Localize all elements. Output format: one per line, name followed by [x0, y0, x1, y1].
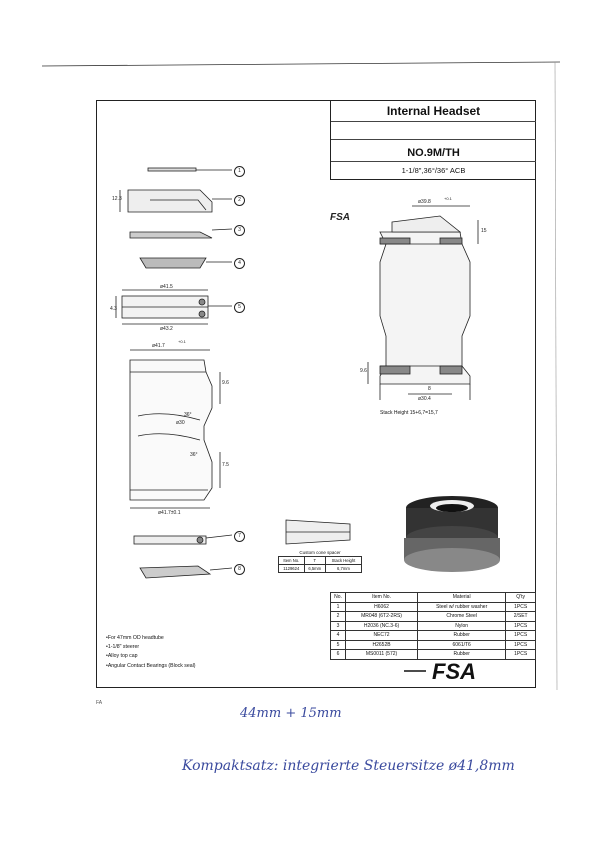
assembled-fsa-mark: FSA: [330, 212, 350, 223]
part-bearing: [115, 289, 232, 325]
assembled-view: [367, 205, 479, 400]
drawing-title: Internal Headset: [331, 100, 536, 122]
drawing-frame: [96, 100, 536, 688]
callout-3: 3: [234, 225, 245, 236]
spec-notes: For 47mm OD headtube 1-1/8" steerer Allo…: [106, 634, 196, 671]
part-top-cap: [147, 167, 232, 172]
part-crown-race: [139, 565, 233, 579]
table-row: 1129624 6,5mm 6,7mm: [278, 564, 363, 573]
product-photo: [404, 496, 500, 572]
parts-header-item: Item No.: [344, 592, 419, 603]
handwritten-line-1: 44mm + 15mm: [240, 706, 342, 721]
spacer-caption: Custom cone spacer: [299, 550, 341, 555]
dim-cup-top-tol: +0.1: [178, 339, 186, 344]
callout-1: 1: [234, 166, 245, 177]
note-item: Alloy top cap: [106, 652, 195, 661]
model-number: NO.9M/TH: [331, 140, 536, 162]
stack-height-note: Stack Height 15+6,7=15,7: [380, 410, 438, 416]
dim-h-lower: 7.5: [222, 462, 229, 468]
dim-angle-36a: 36°: [184, 412, 192, 418]
dim-d30: ø30: [176, 420, 185, 426]
dim-angle-36b: 36°: [190, 452, 198, 458]
part-ring: [129, 228, 233, 239]
spacer-table: Item No. T Stack Height 1129624 6,5mm 6,…: [278, 556, 363, 573]
dim-cup-bottom: ø41.7±0.1: [158, 510, 181, 516]
spacer-header: Item No.: [278, 556, 305, 565]
dim-h43: 4.3: [110, 306, 117, 312]
parts-header-no: No.: [330, 592, 346, 603]
dim-right-small: 8: [428, 386, 431, 392]
part-lower-seal: [133, 534, 233, 545]
note-item: 1-1/8" steerer: [106, 643, 195, 652]
title-blank-row: [331, 122, 536, 140]
part-cup: [129, 349, 221, 509]
fsa-logo: FSA: [404, 659, 476, 684]
dim-top-dia: ø41.5: [160, 284, 173, 290]
dim-h96: 9.6: [222, 380, 229, 386]
dim-right-dia: ø39.8: [418, 199, 431, 205]
dim-right-d: ø30.4: [418, 396, 431, 402]
footer-mark: FA: [96, 700, 103, 706]
dim-top-height: 12.3: [112, 196, 122, 202]
callout-4: 4: [234, 258, 245, 269]
spacer-sketch: [285, 519, 351, 545]
callout-2: 2: [234, 195, 245, 206]
callout-7: 7: [234, 531, 245, 542]
dim-cup-top: ø41.7: [152, 343, 165, 349]
spacer-header: Stack Height: [324, 556, 363, 565]
title-block: Internal Headset NO.9M/TH 1-1/8",36°/36°…: [330, 100, 536, 180]
dim-right-h2: 9.6: [360, 368, 367, 374]
parts-header-material: Material: [417, 592, 507, 603]
note-item: For 47mm OD headtube: [106, 634, 195, 643]
callout-5: 5: [234, 302, 245, 313]
dim-d43: ø43.2: [160, 326, 173, 332]
part-seal: [139, 257, 232, 269]
model-spec: 1-1/8",36°/36° ACB: [401, 166, 466, 175]
note-item: Angular Contact Bearings (Block seal): [106, 662, 196, 671]
fsa-logo-text: FSA: [432, 659, 476, 684]
part-compression-cap: [119, 189, 232, 213]
callout-8: 8: [234, 564, 245, 575]
dim-right-h1: 15: [481, 228, 487, 234]
dim-right-dia-tol: +0.1: [444, 196, 452, 201]
spacer-header: T: [303, 556, 326, 565]
handwritten-line-2: Kompaktsatz: integrierte Steuersitze ø41…: [182, 758, 515, 774]
parts-header-qty: Q'ty: [505, 592, 536, 603]
